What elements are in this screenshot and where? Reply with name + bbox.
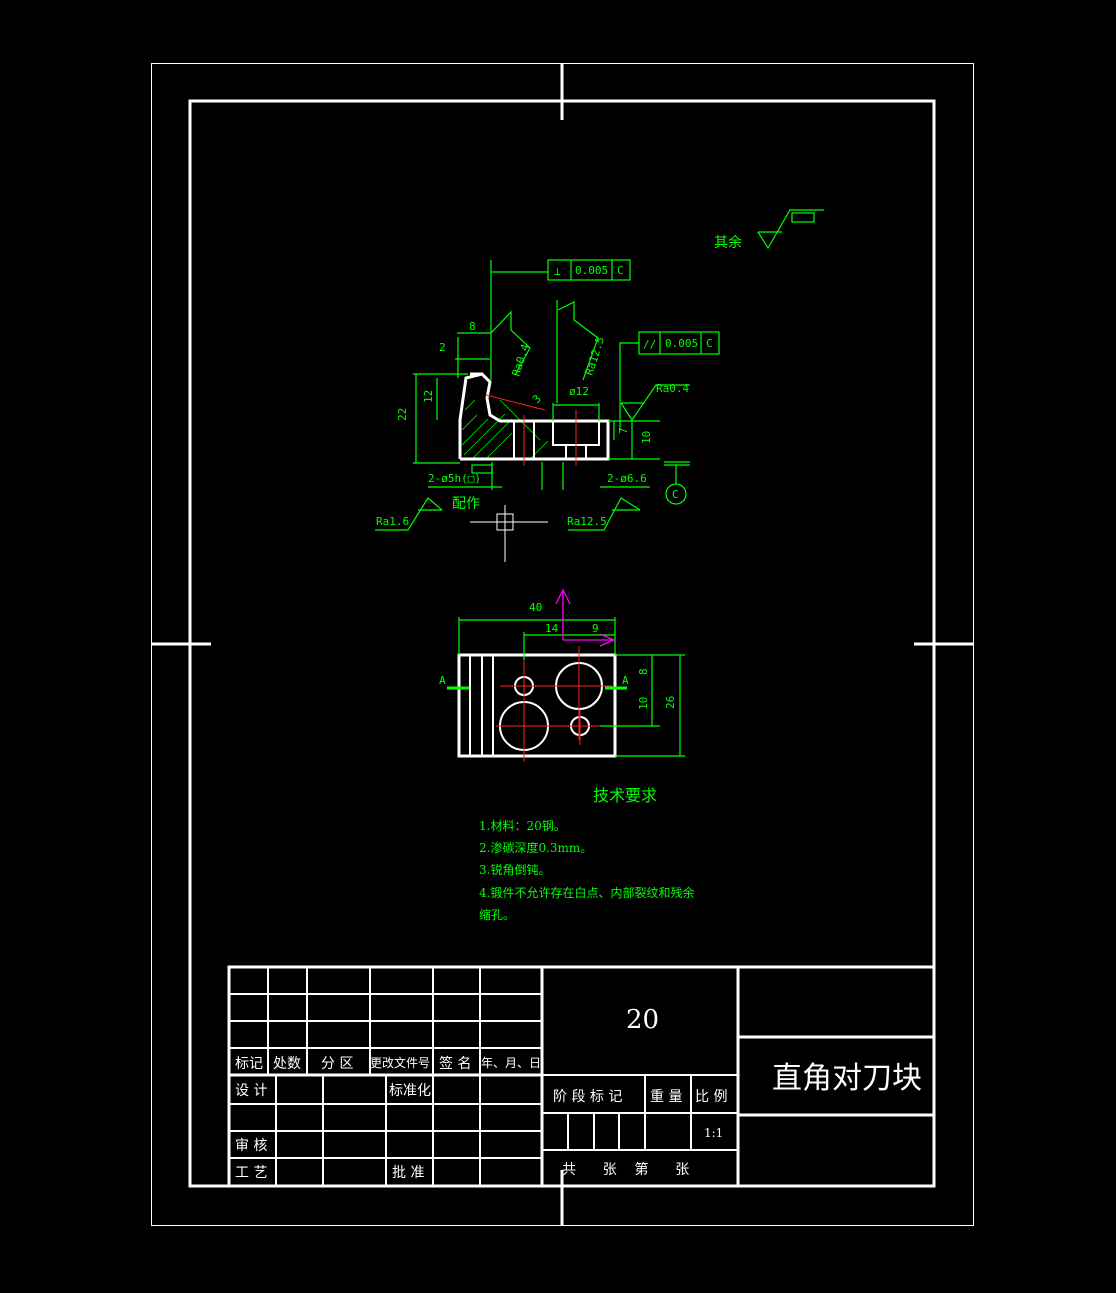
svg-text:2-ø5h(□): 2-ø5h(□) — [428, 472, 481, 485]
tech-req-item-4: 4.锻件不允许存在白点、内部裂纹和残余 — [479, 885, 694, 900]
top-view-outline — [457, 653, 617, 758]
parallelism-tolerance-frame: // 0.005 C — [619, 331, 720, 430]
svg-text:8: 8 — [637, 668, 650, 675]
other-surfaces-label: 其余 — [714, 234, 742, 251]
top-view: A A 40 14 9 8 10 26 — [439, 588, 685, 762]
technical-requirements: 技术要求 1.材料：20钢。 2.渗碳深度0.3mm。 3.锐角倒钝。 4.锻件… — [479, 786, 694, 922]
svg-text:A: A — [622, 674, 629, 687]
inner-border — [188, 99, 936, 1188]
roughness-box-icon — [791, 212, 815, 223]
parallelism-symbol: // — [643, 338, 656, 351]
tech-req-item-1: 1.材料：20钢。 — [479, 819, 566, 833]
label-review: 审 核 — [235, 1138, 267, 1154]
svg-text:Ra0.4: Ra0.4 — [656, 382, 689, 395]
svg-text:Ra0.4: Ra0.4 — [509, 342, 532, 378]
svg-text:配作: 配作 — [452, 496, 480, 512]
section-hatching — [461, 399, 549, 460]
tech-req-title: 技术要求 — [593, 786, 657, 805]
tech-req-item-3: 3.锐角倒钝。 — [479, 863, 550, 877]
roughness-ra04-right: Ra0.4 — [620, 382, 690, 422]
svg-text:7: 7 — [617, 427, 630, 434]
perpendicularity-tolerance-frame: ⊥ 0.005 C — [491, 259, 631, 281]
svg-text:40: 40 — [529, 601, 542, 614]
ucs-axis-icon — [555, 588, 616, 647]
title-block: 标记 处数 分 区 更改文件号 签 名 年、月、日 设 计 标准化 审 核 工 … — [227, 965, 936, 1188]
header-mark: 标记 — [235, 1056, 263, 1072]
material-value: 20 — [626, 1005, 659, 1035]
label-design: 设 计 — [235, 1083, 267, 1099]
svg-text:Ra1.6: Ra1.6 — [376, 515, 409, 528]
header-count: 处数 — [273, 1056, 301, 1072]
label-scale: 比 例 — [695, 1089, 727, 1105]
sheet-frame — [151, 63, 974, 1226]
label-stage-mark: 阶 段 标 记 — [553, 1089, 622, 1105]
part-name: 直角对刀块 — [772, 1061, 922, 1096]
header-signature: 签 名 — [439, 1055, 471, 1072]
section-outline — [458, 372, 610, 461]
datum-c-symbol: C — [664, 461, 690, 505]
svg-text:12: 12 — [422, 390, 435, 403]
label-standardize: 标准化 — [389, 1083, 431, 1099]
label-process: 工 艺 — [235, 1165, 267, 1181]
label-sheets: 共 张 第 张 — [562, 1161, 689, 1178]
label-approve: 批 准 — [392, 1165, 424, 1181]
svg-text:3: 3 — [530, 392, 544, 406]
svg-text:Ra12.5: Ra12.5 — [582, 335, 607, 377]
other-surface-roughness: 其余 — [714, 209, 824, 251]
svg-text:26: 26 — [664, 696, 677, 709]
svg-text:Ra12.5: Ra12.5 — [567, 515, 607, 528]
svg-text:0.005: 0.005 — [575, 264, 608, 277]
svg-text:C: C — [617, 264, 624, 277]
svg-text:C: C — [672, 488, 679, 501]
svg-text:A: A — [439, 674, 446, 687]
svg-text:22: 22 — [396, 408, 409, 421]
header-change-doc: 更改文件号 — [370, 1055, 430, 1070]
svg-text:2: 2 — [439, 341, 446, 354]
roughness-ra04-top: Ra0.4 — [490, 310, 532, 378]
label-weight: 重 量 — [650, 1089, 682, 1105]
svg-text:ø12: ø12 — [569, 385, 589, 398]
tech-req-item-5: 缩孔。 — [479, 907, 515, 922]
header-zone: 分 区 — [321, 1056, 353, 1072]
svg-text:9: 9 — [592, 622, 599, 635]
svg-text:8: 8 — [469, 320, 476, 333]
svg-text:10: 10 — [640, 431, 653, 444]
scale-value: 1:1 — [704, 1126, 723, 1140]
svg-text:2-ø6.6: 2-ø6.6 — [607, 472, 647, 485]
roughness-ra16-bottom: Ra1.6 — [375, 497, 443, 531]
header-date: 年、月、日 — [481, 1056, 541, 1070]
svg-text:0.005: 0.005 — [665, 337, 698, 350]
tech-req-item-2: 2.渗碳深度0.3mm。 — [479, 840, 592, 855]
front-section-view: 22 12 2 8 ⊥ 0.005 C Ra0.4 Ra12.5 — [375, 259, 720, 562]
roughness-ra125-bottom: Ra12.5 — [567, 497, 641, 531]
svg-text:C: C — [706, 337, 713, 350]
perpendicularity-symbol: ⊥ — [554, 265, 561, 278]
svg-text:10: 10 — [637, 697, 650, 710]
svg-text:14: 14 — [545, 622, 559, 635]
outer-border — [151, 63, 974, 1226]
